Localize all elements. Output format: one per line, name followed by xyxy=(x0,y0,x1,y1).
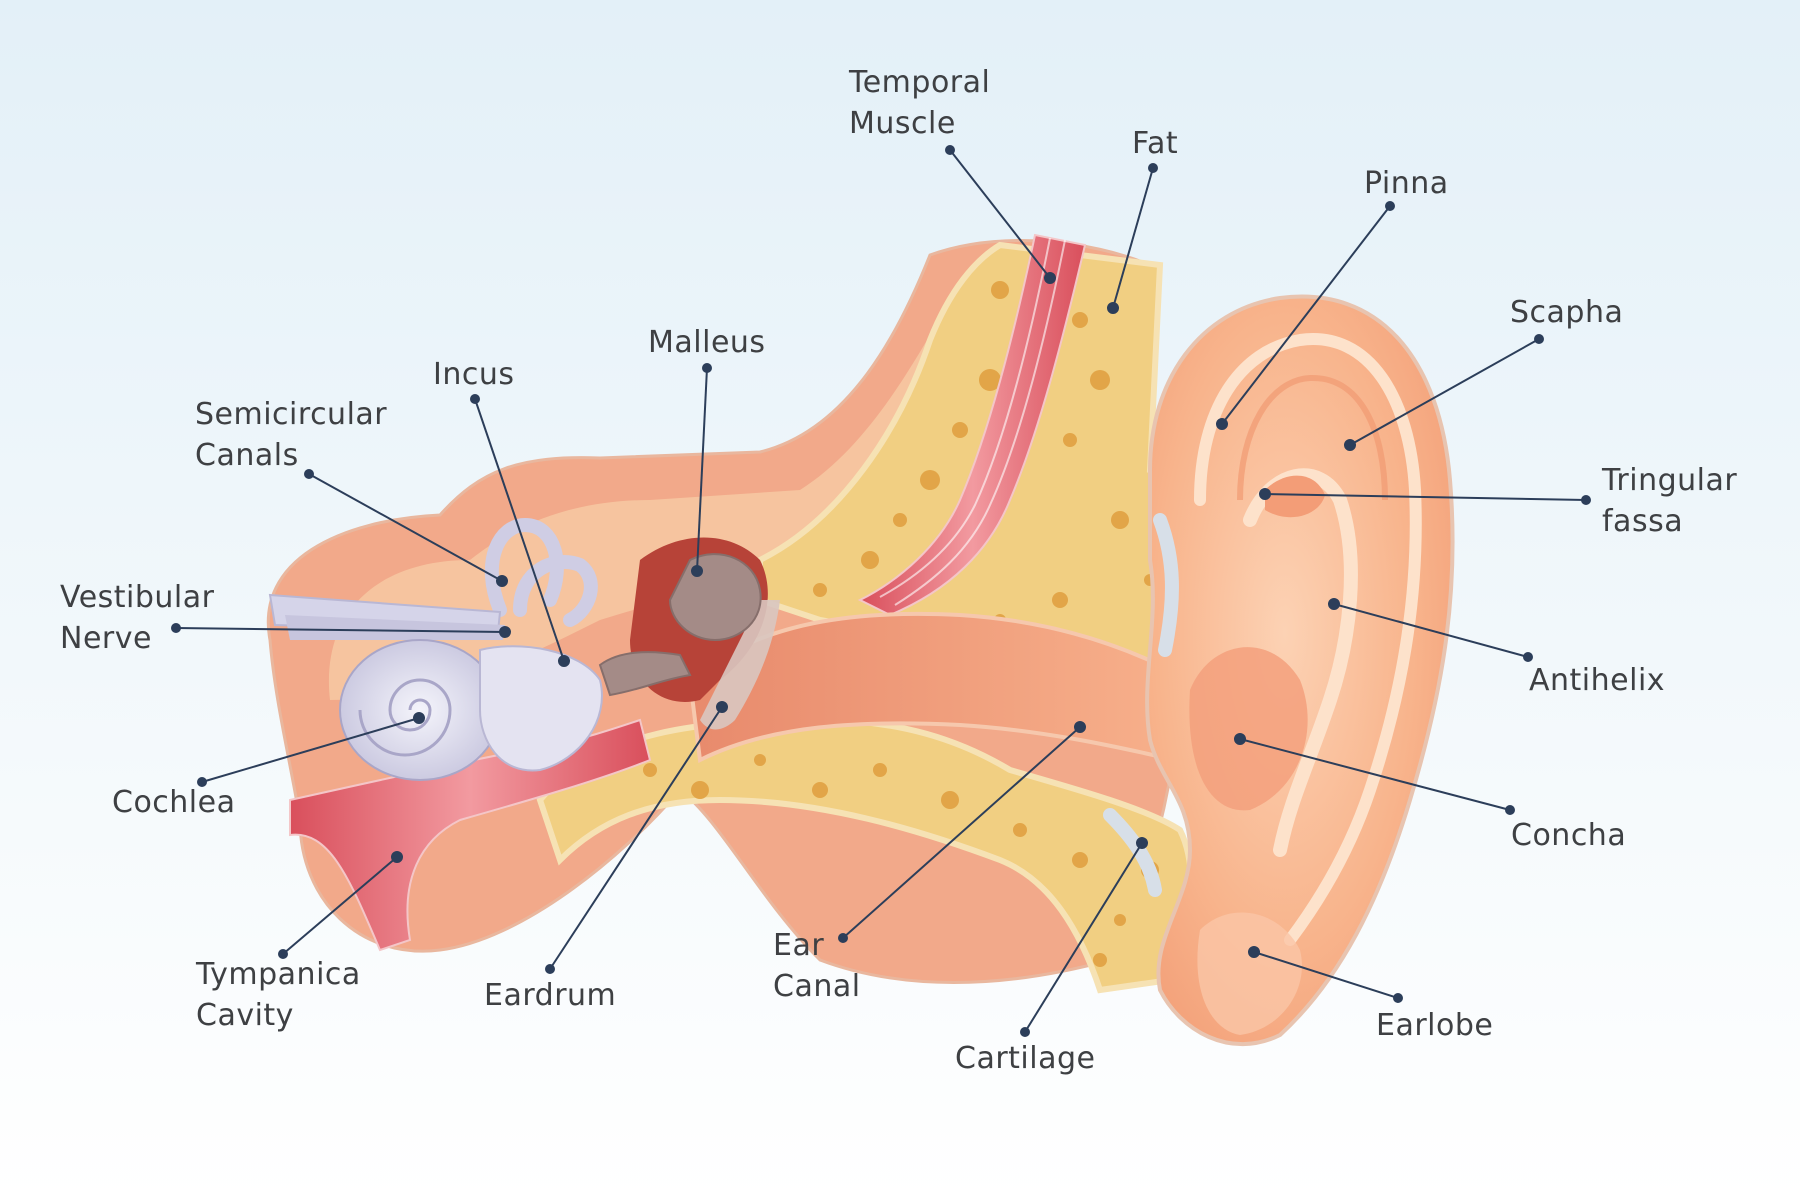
label-semicircular-canals: Semicircular Canals xyxy=(195,397,388,473)
malleus-shape xyxy=(668,553,762,642)
vestibule-shape xyxy=(479,645,603,772)
label-incus: Incus xyxy=(433,357,515,392)
label-malleus: Malleus xyxy=(648,325,766,360)
label-eardrum: Eardrum xyxy=(484,978,617,1013)
cochlea-shape xyxy=(339,639,501,781)
label-scapha: Scapha xyxy=(1510,295,1624,330)
earlobe-shape xyxy=(1197,912,1302,1035)
incus-shape xyxy=(598,651,692,697)
semicircular-canals-shape xyxy=(484,517,598,627)
lower-muscle-band xyxy=(289,718,652,952)
label-pinna: Pinna xyxy=(1364,166,1449,201)
eardrum-membrane xyxy=(700,600,780,730)
label-antihelix: Antihelix xyxy=(1529,663,1666,698)
label-ear-canal: Ear Canal xyxy=(773,928,861,1004)
scapha-groove xyxy=(1237,374,1388,501)
leader-lines xyxy=(171,145,1591,1037)
label-tringular-fassa: Tringular fassa xyxy=(1602,463,1738,539)
label-concha: Concha xyxy=(1511,818,1627,853)
label-fat: Fat xyxy=(1132,126,1179,161)
label-vestibular-nerve: Vestibular Nerve xyxy=(60,580,215,656)
concha-bowl xyxy=(1189,647,1308,811)
pinna-shape xyxy=(1145,294,1455,1047)
label-cartilage: Cartilage xyxy=(955,1041,1096,1076)
label-cochlea: Cochlea xyxy=(112,785,236,820)
label-earlobe: Earlobe xyxy=(1376,1008,1494,1043)
label-tympanica-cavity: Tympanica Cavity xyxy=(196,957,361,1033)
label-temporal-muscle: Temporal Muscle xyxy=(849,65,991,141)
helix-rim xyxy=(1194,333,1422,946)
triangular-fossa-shape xyxy=(1265,475,1325,518)
